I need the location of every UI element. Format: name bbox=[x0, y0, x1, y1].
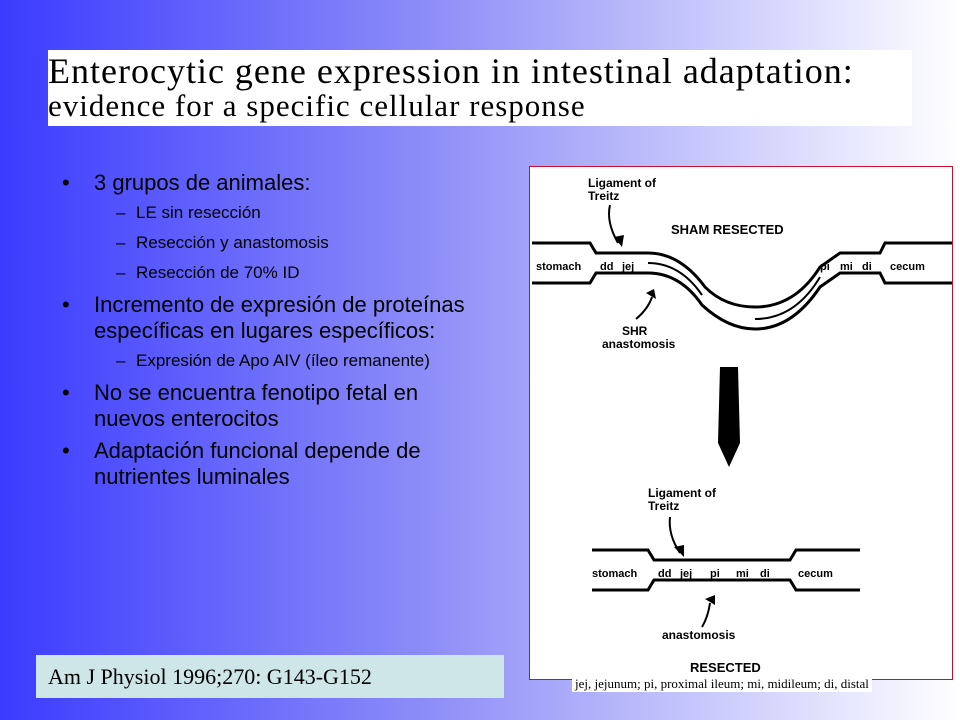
down-arrow-icon bbox=[718, 367, 740, 467]
arrowhead-icon bbox=[705, 595, 715, 605]
sub-bullet-item: Expresión de Apo AIV (íleo remanente) bbox=[60, 350, 470, 372]
bottom-ligament-label: Ligament of Treitz bbox=[648, 486, 719, 513]
arrow-icon bbox=[635, 296, 653, 320]
resected-title: RESECTED bbox=[690, 660, 761, 675]
segment-label: cecum bbox=[798, 568, 833, 580]
figure-caption: jej, jejunum; pi, proximal ileum; mi, mi… bbox=[572, 676, 872, 692]
title-banner: Enterocytic gene expression in intestina… bbox=[48, 50, 912, 126]
anastomosis-label: anastomosis bbox=[662, 628, 736, 642]
segment-label: mi bbox=[736, 568, 749, 580]
segment-label: jej bbox=[679, 568, 692, 580]
segment-label: stomach bbox=[536, 261, 582, 273]
segment-label: jej bbox=[621, 261, 634, 273]
sham-title: SHAM RESECTED bbox=[671, 222, 784, 237]
bullet-item: Adaptación funcional depende de nutrient… bbox=[60, 438, 470, 490]
resected-intestine bbox=[592, 548, 860, 592]
bottom-segment-labels: stomach dd jej pi mi di cecum bbox=[592, 568, 833, 580]
sham-intestine bbox=[532, 241, 952, 331]
bullet-item: Incremento de expresión de proteínas esp… bbox=[60, 292, 470, 344]
sub-bullet-item: LE sin resección bbox=[60, 202, 470, 224]
diagram-svg: Ligament of Treitz SHAM RESECTED stomach… bbox=[532, 176, 952, 675]
bullet-item: No se encuentra fenotipo fetal en nuevos… bbox=[60, 380, 470, 432]
bullet-list: 3 grupos de animales: LE sin resección R… bbox=[60, 170, 470, 496]
title-line-1: Enterocytic gene expression in intestina… bbox=[48, 51, 854, 91]
arrowhead-icon bbox=[674, 545, 684, 557]
sub-bullet-item: Resección y anastomosis bbox=[60, 232, 470, 254]
sub-bullet-item: Resección de 70% ID bbox=[60, 262, 470, 284]
segment-label: mi bbox=[840, 261, 853, 273]
segment-label: pi bbox=[710, 568, 720, 580]
segment-label: dd bbox=[600, 261, 613, 273]
top-segment-labels: stomach dd jej pi mi di cecum bbox=[536, 261, 925, 273]
segment-label: di bbox=[862, 261, 872, 273]
segment-label: di bbox=[760, 568, 770, 580]
arrowhead-icon bbox=[646, 289, 656, 299]
top-ligament-label: Ligament of Treitz bbox=[588, 176, 659, 203]
segment-label: dd bbox=[658, 568, 671, 580]
arrowhead-icon bbox=[614, 235, 624, 247]
shr-label: SHR anastomosis bbox=[602, 324, 676, 351]
title-line-2: evidence for a specific cellular respons… bbox=[48, 88, 586, 123]
segment-label: cecum bbox=[890, 261, 925, 273]
segment-label: pi bbox=[820, 261, 830, 273]
bullet-item: 3 grupos de animales: bbox=[60, 170, 470, 196]
arrow-icon bbox=[701, 602, 711, 628]
segment-label: stomach bbox=[592, 568, 638, 580]
citation: Am J Physiol 1996;270: G143-G152 bbox=[36, 655, 504, 698]
intestine-diagram: Ligament of Treitz SHAM RESECTED stomach… bbox=[529, 166, 953, 680]
